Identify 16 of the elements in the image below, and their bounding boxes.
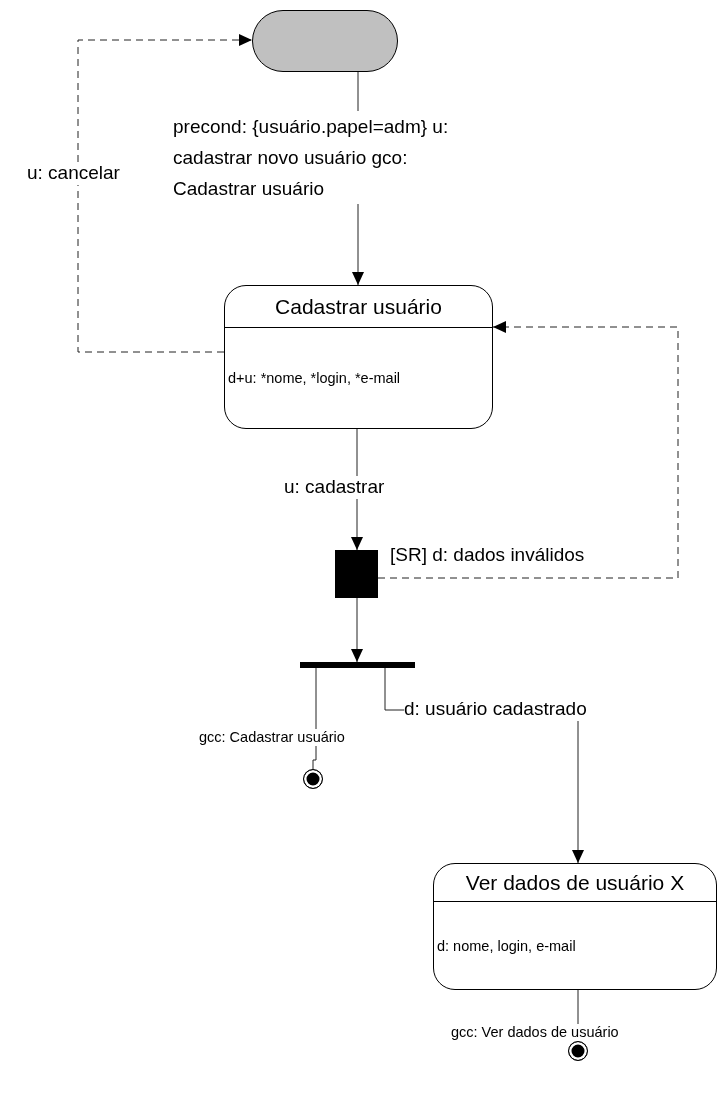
state-box bbox=[433, 863, 717, 990]
state-activity: d: nome, login, e-mail bbox=[437, 937, 576, 954]
state-title: Ver dados de usuário X bbox=[465, 870, 685, 895]
final-state bbox=[568, 1041, 588, 1061]
edge-label: gcc: Ver dados de usuário bbox=[451, 1024, 619, 1042]
dashed-arrow bbox=[377, 321, 679, 579]
state-activity: d+u: *nome, *login, *e-mail bbox=[228, 370, 401, 386]
state-box bbox=[224, 285, 493, 429]
arrow bbox=[351, 597, 363, 663]
state-title: Cadastrar usuário bbox=[275, 294, 442, 319]
edge-label: gcc: Cadastrar usuário bbox=[199, 729, 345, 747]
final-state bbox=[303, 769, 323, 789]
junction-square bbox=[335, 550, 378, 598]
dashed-arrow bbox=[77, 34, 253, 353]
edge-label: u: cadastrar bbox=[284, 476, 385, 499]
fork-bar bbox=[300, 662, 415, 668]
